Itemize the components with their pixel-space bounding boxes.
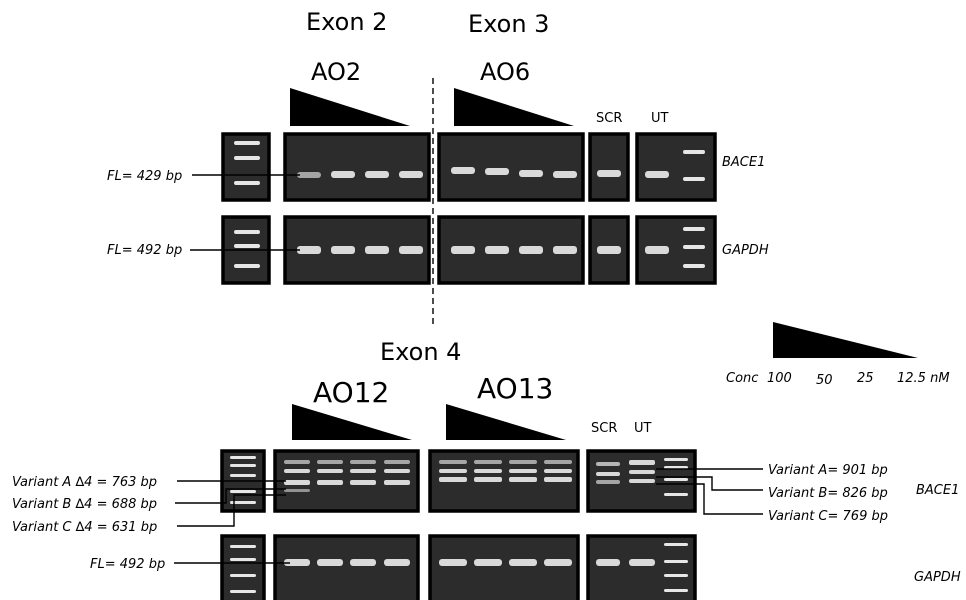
conc-legend-wedge: [773, 322, 918, 358]
left-variant-a-label: Variant A ∆4 = 763 bp: [12, 475, 157, 490]
ut-gel-panel: [635, 132, 717, 202]
ut-label-top: UT: [651, 111, 669, 126]
conc-wedge-ao13: [446, 404, 566, 440]
scr-gel-panel: [588, 132, 630, 202]
left-variant-c-leader: [177, 494, 286, 527]
top-bace1-gel-row: [221, 132, 717, 202]
conc-wedge-ao6: [454, 88, 574, 126]
fl-492-label-bottom: FL= 492 bp: [90, 557, 165, 572]
left-variant-b-leader: [175, 488, 286, 504]
exon-2-heading: Exon 2: [306, 8, 387, 36]
ao12-heading: AO12: [313, 376, 389, 409]
conc-wedge-ao2: [290, 88, 410, 126]
right-variant-a-label: Variant A= 901 bp: [768, 463, 888, 478]
conc-value-12-5: 12.5 nM: [897, 371, 950, 386]
right-variant-c-leader: [656, 483, 763, 515]
left-variant-b-label: Variant B ∆4 = 688 bp: [12, 497, 157, 512]
ao2-heading: AO2: [311, 58, 361, 86]
scr-label-bottom: SCR: [591, 421, 617, 436]
gapdh-label-top: GAPDH: [722, 243, 769, 258]
fl-429-label: FL= 429 bp: [107, 169, 182, 184]
conc-value-50: 50: [816, 373, 833, 388]
conc-wedge-ao12: [292, 404, 412, 440]
exon-3-heading: Exon 3: [468, 10, 549, 38]
conc-legend-label: Conc: [726, 371, 758, 386]
ao13-gel-panel: [428, 534, 580, 600]
exon-4-heading: Exon 4: [380, 338, 461, 366]
conc-value-100: 100: [767, 371, 792, 386]
bace1-label-top: BACE1: [722, 155, 765, 170]
gapdh-label-bottom: GAPDH: [914, 570, 961, 585]
bottom-gapdh-gel-row: [220, 534, 697, 600]
ao12-gel-panel: [273, 534, 420, 600]
scr-label-top: SCR: [596, 111, 622, 126]
ut-label-bottom: UT: [634, 421, 652, 436]
right-variant-b-leader: [656, 476, 763, 491]
ao6-heading: AO6: [480, 58, 530, 86]
conc-value-25: 25: [857, 371, 874, 386]
fl-492-label-top: FL= 492 bp: [107, 243, 182, 258]
right-variant-c-label: Variant C= 769 bp: [768, 509, 888, 524]
bace1-label-bottom: BACE1: [916, 483, 959, 498]
left-variant-c-label: Variant C ∆4 = 631 bp: [12, 520, 157, 535]
right-variant-b-label: Variant B= 826 bp: [768, 486, 888, 501]
ao2-gel-panel: [283, 132, 431, 202]
bottom-bace1-gel-row: [220, 449, 697, 513]
ao13-heading: AO13: [477, 372, 553, 405]
